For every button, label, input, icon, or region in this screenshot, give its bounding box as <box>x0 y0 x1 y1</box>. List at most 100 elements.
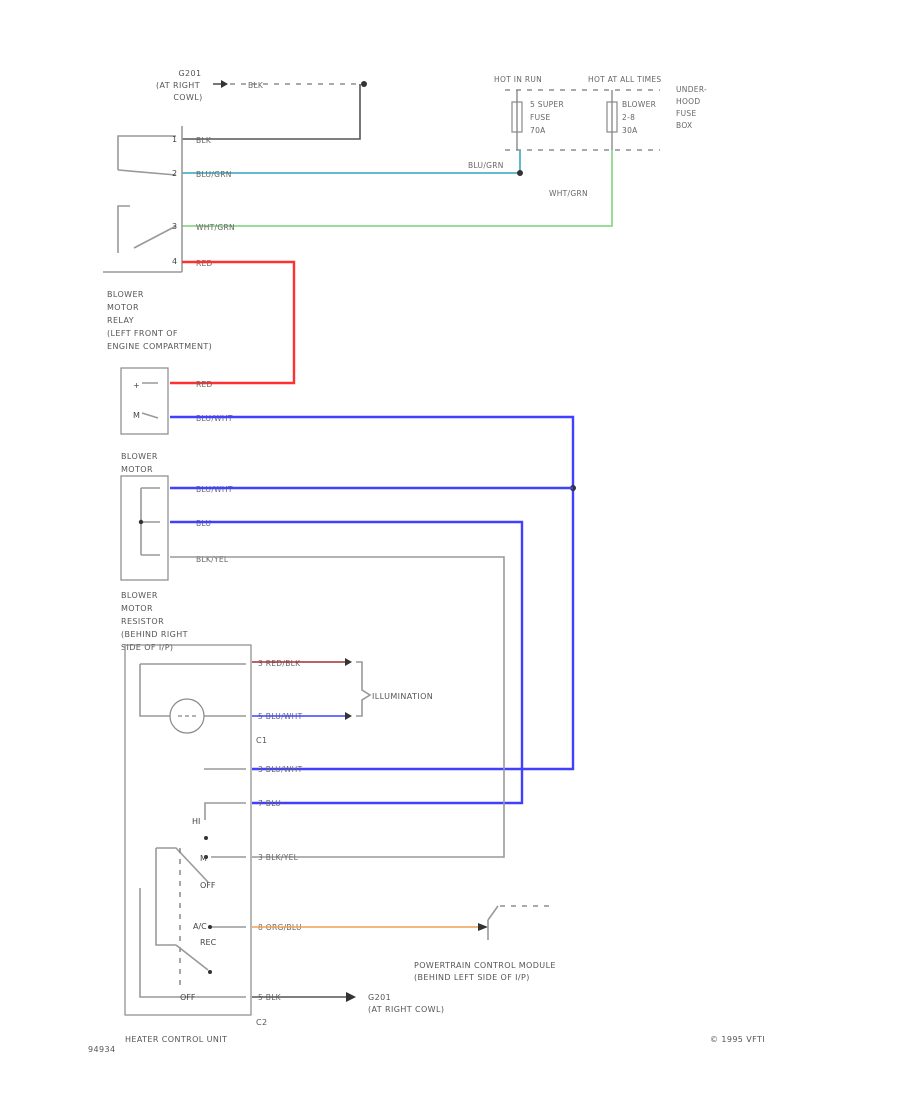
relay-location-1: (LEFT FRONT OF <box>107 329 178 338</box>
fuse2-number: 2-8 <box>622 113 635 122</box>
wire-wht-grn <box>182 150 613 227</box>
blower-motor-resistor: BLU/WHT BLU BLK/YEL BLOWER MOTOR RESISTO… <box>120 475 233 652</box>
heater-control-unit: HI M OFF A/C REC OFF HEATER CONTROL UNIT… <box>124 644 267 1044</box>
blower-name-2: MOTOR <box>121 465 153 474</box>
switch-contact-1 <box>204 836 208 840</box>
resistor-node <box>138 519 144 525</box>
relay-blugrn-label: BLU/GRN <box>196 170 232 179</box>
resistor-name-2: MOTOR <box>121 604 153 613</box>
fuse1-rating: 70A <box>530 126 546 135</box>
fuse-box-label-1: UNDER- <box>676 85 707 94</box>
hcu-selector-switch <box>155 847 209 946</box>
relay-coil <box>117 135 177 176</box>
red-blk-arrow <box>345 658 352 666</box>
blower-motor-body <box>120 367 169 435</box>
relay-name-3: RELAY <box>107 316 134 325</box>
pcm-connector <box>487 905 499 940</box>
switch-rec-label: REC <box>200 938 217 947</box>
g201-top-ground: G201 (AT RIGHT COWL) BLK <box>156 69 367 102</box>
fuse2-rating: 30A <box>622 126 638 135</box>
relay-pin-3: 3 <box>172 222 177 231</box>
relay-pin-4: 4 <box>172 257 177 266</box>
illumination-bulb <box>169 698 205 734</box>
wire-blk-relay-ground <box>182 84 361 140</box>
hcu-blu-lead <box>204 802 246 820</box>
switch-off2-label: OFF <box>180 993 196 1002</box>
g201-top-splice <box>361 81 367 87</box>
relay-pin-2: 2 <box>172 169 177 178</box>
hcu-illumination-circuit <box>139 663 246 717</box>
blu-grn-splice <box>517 170 523 176</box>
hot-at-all-times-label: HOT AT ALL TIMES <box>588 75 661 84</box>
g201-top-ground-symbol <box>221 80 228 88</box>
wire-blu <box>170 520 524 805</box>
hcu-title: HEATER CONTROL UNIT <box>125 1035 227 1044</box>
wht-grn-right-label: WHT/GRN <box>549 189 588 198</box>
illumination-label: ILLUMINATION <box>372 692 433 701</box>
pin-blu: 7 BLU <box>258 799 281 808</box>
switch-contact-2 <box>204 855 208 859</box>
motor-m-terminal: M <box>133 411 140 420</box>
hcu-ground-bus <box>139 888 246 998</box>
resistor-name-3: RESISTOR <box>121 617 164 626</box>
hcu-body <box>124 644 252 1016</box>
illumination-bracket <box>356 661 372 717</box>
fuse1-type: FUSE <box>530 113 551 122</box>
g201-bottom-location: (AT RIGHT COWL) <box>368 1005 444 1014</box>
pcm-location: (BEHIND LEFT SIDE OF I/P) <box>414 973 530 982</box>
switch-off-label: OFF <box>200 881 216 890</box>
resistor-location-1: (BEHIND RIGHT <box>121 630 188 639</box>
blu-wht-illum-arrow <box>345 712 352 720</box>
blower-name-1: BLOWER <box>121 452 158 461</box>
wire-blu-wht-main <box>170 415 575 771</box>
motor-red-label: RED <box>196 380 213 389</box>
blower-motor-relay: 1 2 3 4 BLK BLU/GRN WHT/GRN RED BLOWER M… <box>103 126 235 351</box>
res-bluwht-label: BLU/WHT <box>196 485 233 494</box>
switch-contact-3 <box>208 925 212 929</box>
wire-red <box>170 260 296 385</box>
hcu-ac-switch <box>175 926 246 971</box>
switch-m-label: M <box>200 854 207 863</box>
fuse-box-label-4: BOX <box>676 121 692 130</box>
res-blu-label: BLU <box>196 519 211 528</box>
super-fuse-5 <box>511 101 523 133</box>
blower-motor: + M RED BLU/WHT BLOWER MOTOR <box>120 367 233 474</box>
figure-code: 94934 <box>88 1045 115 1054</box>
pin-blu-wht-2: 3 BLU/WHT <box>258 765 303 774</box>
wire-blk-yel <box>170 556 505 858</box>
blower-fuse-2-8 <box>606 101 618 133</box>
relay-name-1: BLOWER <box>107 290 144 299</box>
res-blkyel-label: BLK/YEL <box>196 555 229 564</box>
relay-switch <box>117 205 177 253</box>
switch-ac-label: A/C <box>193 922 207 931</box>
relay-pin-1: 1 <box>172 135 177 144</box>
switch-contact-4 <box>208 970 212 974</box>
g201-top-location: (AT RIGHT <box>156 81 200 90</box>
fuse-box-label-3: FUSE <box>676 109 697 118</box>
blu-grn-right-label: BLU/GRN <box>468 161 504 170</box>
resistor-location-2: SIDE OF I/P) <box>121 643 173 652</box>
relay-red-label: RED <box>196 259 213 268</box>
pin-blk-yel: 3 BLK/YEL <box>258 853 299 862</box>
org-blu-arrow <box>478 923 488 931</box>
g201-top-label: G201 <box>178 69 201 78</box>
underhood-fuse-box: HOT IN RUN HOT AT ALL TIMES 5 SUPER FUSE… <box>494 75 707 151</box>
motor-bluwht-label: BLU/WHT <box>196 414 233 423</box>
relay-location-2: ENGINE COMPARTMENT) <box>107 342 212 351</box>
fuse-box-feeds <box>516 90 613 150</box>
g201-bottom-label: G201 <box>368 993 391 1002</box>
pin-red-blk: 3 RED/BLK <box>258 659 301 668</box>
g201-top-wire-label: BLK <box>248 81 264 90</box>
fuse1-name: 5 SUPER <box>530 100 564 109</box>
resistor-body <box>120 475 169 581</box>
fuse2-name: BLOWER <box>622 100 656 109</box>
resistor-name-1: BLOWER <box>121 591 158 600</box>
pcm-name: POWERTRAIN CONTROL MODULE <box>414 961 556 970</box>
blk-bottom-arrow <box>346 992 356 1002</box>
motor-leads <box>141 382 159 419</box>
resistor-internal <box>140 487 160 556</box>
relay-blk-label: BLK <box>196 136 212 145</box>
relay-whtgrn-label: WHT/GRN <box>196 223 235 232</box>
fuse-box-label-2: HOOD <box>676 97 700 106</box>
